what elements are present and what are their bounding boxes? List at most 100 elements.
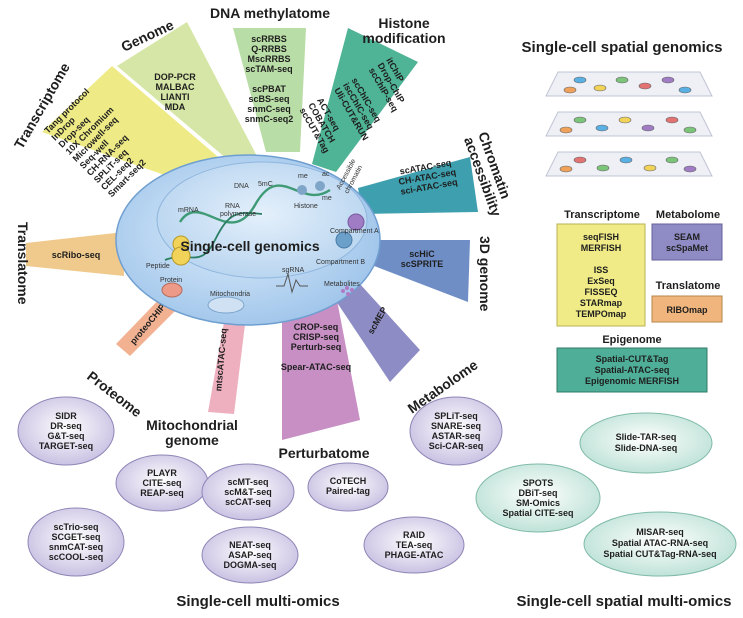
list-line: TARGET-seq	[39, 441, 93, 451]
list-line: Spatial-ATAC-seq	[595, 365, 670, 375]
multi-oval-3	[201, 463, 295, 521]
multi-omics-title: Single-cell multi-omics	[176, 593, 339, 610]
cell-title: Single-cell genomics	[180, 238, 319, 254]
spatial-epigenome-box	[556, 347, 708, 393]
list-line: Spear-ATAC-seq	[281, 362, 351, 372]
list-line: scRRBS	[251, 34, 287, 44]
mitochondria-shape	[207, 296, 245, 314]
multi-oval-6	[27, 507, 125, 577]
list-line: RAID	[403, 530, 425, 540]
wedge-perturbatome-shape	[282, 295, 360, 440]
list-line: scCOOL-seq	[49, 552, 104, 562]
list-line: Sci-CAR-seq	[429, 441, 484, 451]
list-line	[268, 74, 271, 84]
spatial-slides	[545, 71, 713, 177]
mitochondria-label: Mitochondria	[210, 291, 250, 298]
multi-oval-4	[307, 462, 389, 512]
list-line: CROP-seq	[294, 322, 339, 332]
spatial-translatome-items: RIBOmap	[666, 305, 708, 315]
list-line: STARmap	[580, 298, 623, 308]
list-line: TEMPOmap	[576, 309, 627, 319]
list-line: CoTECH	[330, 476, 367, 486]
compartment-a-label: Compartment A	[330, 228, 379, 235]
title-translatome: Translatome	[15, 222, 31, 305]
sgrna-peak	[276, 272, 308, 294]
wedge-histone-items: itChIPDrop-ChIPscChIP-seq scChIC-seqiscC…	[298, 56, 423, 162]
list-line: snmC-seq2	[245, 114, 294, 124]
title-3d-genome: 3D genome	[477, 236, 493, 312]
list-line: SIDR	[55, 411, 77, 421]
list-line: Slide-TAR-seq	[616, 432, 677, 442]
list-line: Paired-tag	[326, 486, 370, 496]
list-line: scRibo-seq	[52, 250, 101, 260]
cell-illustration: Single-cell genomics DNA 5mC RNA polymer…	[115, 154, 381, 326]
list-line: SM-Omics	[516, 498, 560, 508]
list-line: snmC-seq	[247, 104, 291, 114]
wedge-mito: mtscATAC-seq	[208, 300, 248, 414]
list-line: NEAT-seq	[229, 540, 271, 550]
list-line: scBS-seq	[248, 94, 289, 104]
histone-2	[315, 181, 325, 191]
list-line: Spatial ATAC-RNA-seq	[612, 538, 708, 548]
wedge-dna-methylatome-shape	[233, 28, 306, 152]
dna-label: DNA	[234, 183, 249, 190]
list-line: ISS	[594, 265, 609, 275]
list-line: DOGMA-seq	[223, 560, 276, 570]
sgrna-label: sgRNA	[282, 267, 305, 274]
spatial-multi-oval-2	[475, 463, 601, 533]
list-line: MDA	[165, 102, 186, 112]
compartment-b-label: Compartment B	[316, 259, 365, 266]
list-line: SNARE-seq	[431, 421, 481, 431]
list-line: CITE-seq	[142, 478, 181, 488]
list-line: scMT-seq	[227, 477, 268, 487]
list-line: DOP-PCR	[154, 72, 196, 82]
compartment-b	[335, 231, 353, 249]
list-line: Spatial CUT&Tag-RNA-seq	[603, 549, 716, 559]
list-line: RIBOmap	[666, 305, 708, 315]
slide-3	[545, 151, 713, 177]
list-line: MALBAC	[156, 82, 195, 92]
wedge-chromatin: scATAC-seqCH-ATAC-seqsci-ATAC-seq	[358, 157, 478, 214]
list-line: MERFISH	[581, 243, 622, 253]
polymerase-label: polymerase	[220, 211, 256, 218]
list-line: SPOTS	[523, 478, 554, 488]
list-line: ExSeq	[587, 276, 615, 286]
multi-oval-5	[409, 396, 503, 466]
rna-label: RNA	[225, 203, 240, 210]
me-label-1: me	[298, 173, 308, 180]
spatial-metabolome-box	[651, 223, 723, 261]
list-line: scSpaMet	[666, 243, 708, 253]
spatial-translatome-box	[651, 295, 723, 323]
wedge-translatome: scRibo-seq	[26, 232, 124, 276]
list-line: scCAT-seq	[225, 497, 271, 507]
list-line: REAP-seq	[140, 488, 184, 498]
multi-oval-1	[17, 396, 115, 466]
protein-shape	[161, 282, 183, 298]
list-line: scTAM-seq	[245, 64, 292, 74]
histone-label: Histone	[294, 203, 318, 210]
ribosome-2	[171, 246, 191, 266]
spatial-title: Single-cell spatial genomics	[522, 39, 723, 56]
list-line: PHAGE-ATAC	[385, 550, 444, 560]
peptide-label: Peptide	[146, 263, 170, 270]
histone-1	[297, 185, 307, 195]
list-line: Spatial CITE-seq	[502, 508, 573, 518]
list-line: SPLiT-seq	[434, 411, 478, 421]
compartment-a	[347, 213, 365, 231]
list-line: TEA-seq	[396, 540, 433, 550]
